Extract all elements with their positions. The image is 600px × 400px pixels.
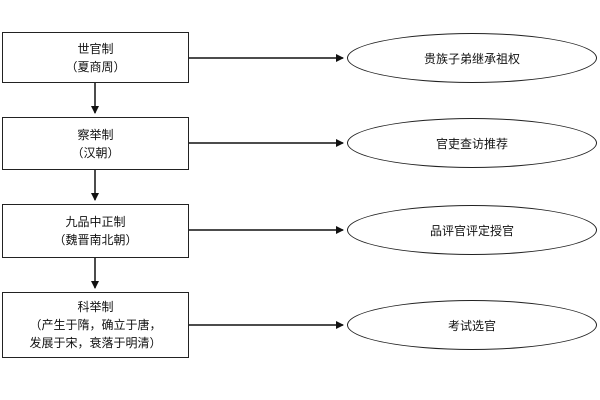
- result-ellipse-2: 官吏查访推荐: [347, 118, 597, 168]
- stage-title: 世官制: [77, 41, 114, 56]
- result-label: 官吏查访推荐: [435, 136, 508, 151]
- stage-period: （夏商周）: [65, 59, 126, 74]
- stage-box-keju: 科举制 （产生于隋，确立于唐， 发展于宋，衰落于明清）: [2, 292, 189, 358]
- result-label: 贵族子弟继承祖权: [423, 51, 520, 66]
- stage-box-jiupin: 九品中正制 （魏晋南北朝）: [2, 204, 189, 258]
- stage-box-shiguanzhi: 世官制 （夏商周）: [2, 32, 189, 83]
- stage-period-line-2: 发展于宋，衰落于明清）: [29, 336, 162, 350]
- stage-title: 九品中正制: [65, 215, 126, 229]
- result-ellipse-3: 品评官评定授官: [347, 205, 597, 255]
- stage-title: 科举制: [77, 300, 114, 314]
- result-ellipse-4: 考试选官: [347, 300, 597, 350]
- stage-period-line-1: （产生于隋，确立于唐，: [29, 318, 162, 332]
- stage-period: （汉朝）: [71, 145, 120, 160]
- stage-title: 察举制: [77, 127, 114, 142]
- stage-box-chajuzhi: 察举制 （汉朝）: [2, 117, 189, 170]
- stage-period: （魏晋南北朝）: [53, 233, 138, 247]
- result-ellipse-1: 贵族子弟继承祖权: [347, 33, 597, 83]
- result-label: 考试选官: [447, 318, 496, 333]
- result-label: 品评官评定授官: [429, 223, 514, 238]
